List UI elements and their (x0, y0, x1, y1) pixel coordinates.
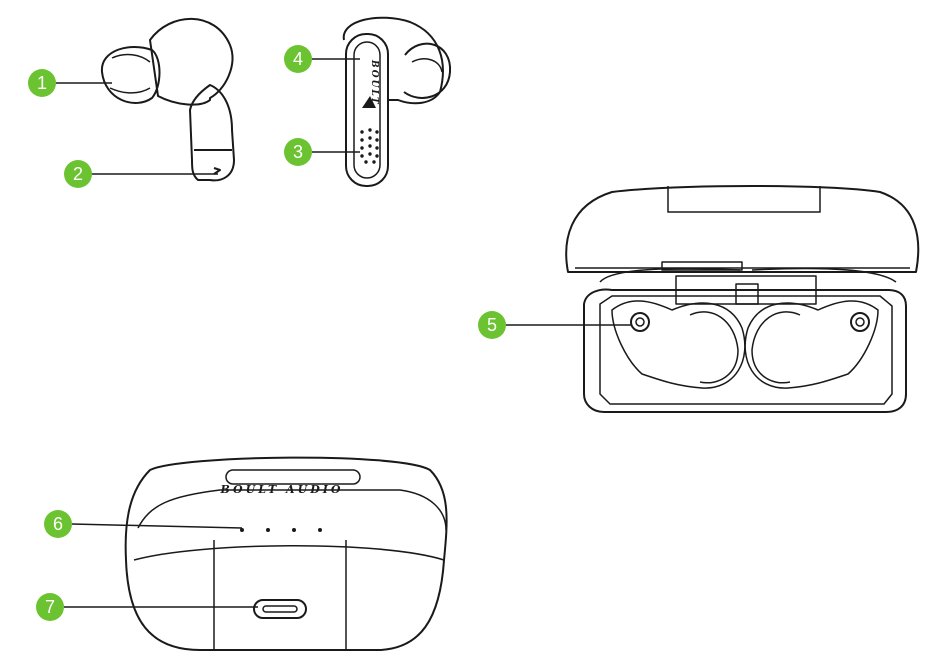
svg-text:1: 1 (37, 73, 47, 93)
closed-charging-case (124, 456, 448, 651)
svg-text:7: 7 (45, 597, 55, 617)
callout-2: 2 (64, 160, 92, 188)
mic-grille-dots (360, 128, 379, 164)
battery-led-dots (240, 528, 322, 532)
earbud-side-view (100, 17, 235, 182)
callout-6: 6 (44, 510, 72, 538)
usb-c-port-shape (253, 599, 307, 619)
earbud-brand-text: BOULT (369, 59, 379, 106)
svg-text:6: 6 (53, 514, 63, 534)
svg-text:3: 3 (293, 142, 303, 162)
callout-1: 1 (28, 69, 56, 97)
svg-text:4: 4 (293, 49, 303, 69)
open-charging-case (565, 185, 920, 413)
case-brand-text: BOULT AUDIO (220, 483, 344, 496)
callout-7: 7 (36, 593, 64, 621)
callout-3: 3 (284, 138, 312, 166)
svg-text:2: 2 (73, 164, 83, 184)
callout-5: 5 (478, 311, 506, 339)
callout-4: 4 (284, 45, 312, 73)
earbud-front-view (342, 16, 452, 187)
svg-text:5: 5 (487, 315, 497, 335)
callout-leader-lines (56, 58, 632, 608)
